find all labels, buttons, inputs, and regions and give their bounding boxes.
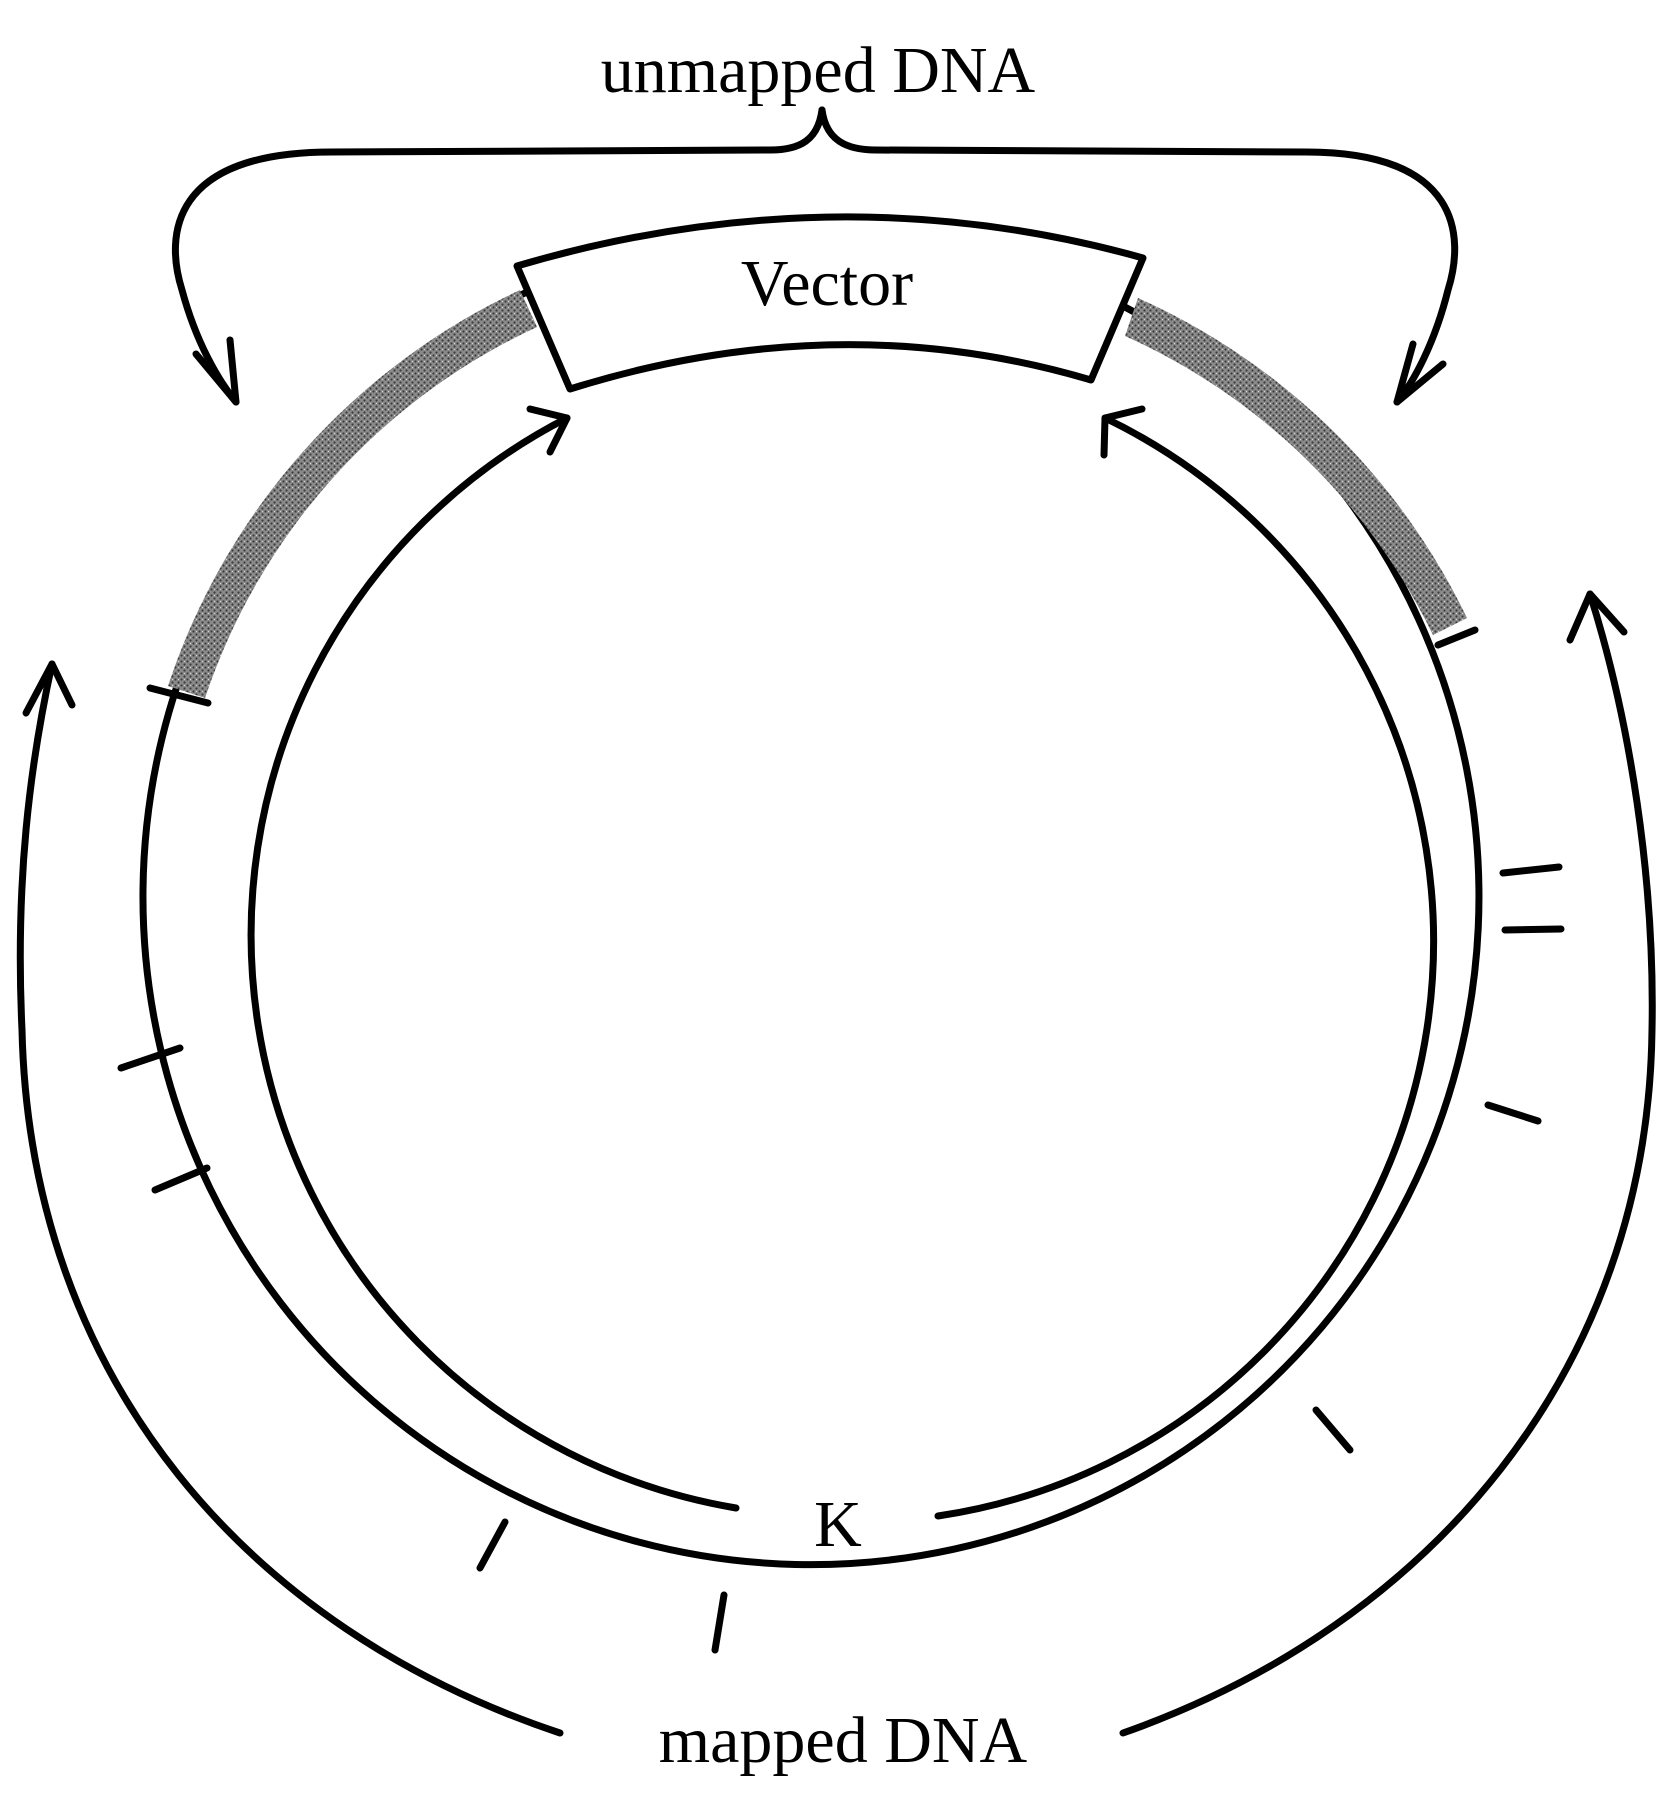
site-tick-upper-right: [1434, 626, 1479, 649]
mapped-arc-right: [1119, 590, 1656, 1737]
stippled-region-right: [1125, 298, 1467, 635]
inner-left-arrowhead: [526, 405, 571, 456]
k-marker-label: K: [814, 1488, 862, 1561]
mapped-left-arrowhead: [22, 660, 76, 717]
vector-box: [513, 213, 1147, 393]
mapped-label: mapped DNA: [659, 1704, 1028, 1777]
site-tick-right-2: [1501, 925, 1565, 934]
site-tick-bottom-right: [1312, 1406, 1354, 1454]
vector-label: Vector: [741, 247, 913, 320]
mapped-arc-left: [16, 660, 564, 1737]
unmapped-left-arrowhead: [192, 336, 240, 406]
site-tick-bottom-mid: [711, 1591, 728, 1654]
site-tick-right-1: [1499, 863, 1563, 877]
site-tick-left-2: [151, 1164, 211, 1194]
unmapped-right-arrowhead: [1393, 340, 1447, 406]
inner-right-arrowhead: [1100, 405, 1146, 459]
site-tick-right-3: [1484, 1101, 1542, 1125]
inner-arc-left: [247, 414, 740, 1512]
site-tick-bottom-left: [476, 1518, 509, 1572]
unmapped-brace-right: [818, 106, 1459, 406]
site-tick-upper-left: [146, 684, 212, 707]
stippled-region-left: [168, 290, 537, 698]
unmapped-label: unmapped DNA: [601, 34, 1036, 107]
inner-arc-right: [934, 414, 1438, 1520]
mapped-right-arrowhead: [1566, 590, 1628, 644]
unmapped-brace: [171, 106, 826, 406]
outer-plasmid-ring: [139, 288, 1483, 1569]
site-tick-left-1: [117, 1044, 184, 1072]
